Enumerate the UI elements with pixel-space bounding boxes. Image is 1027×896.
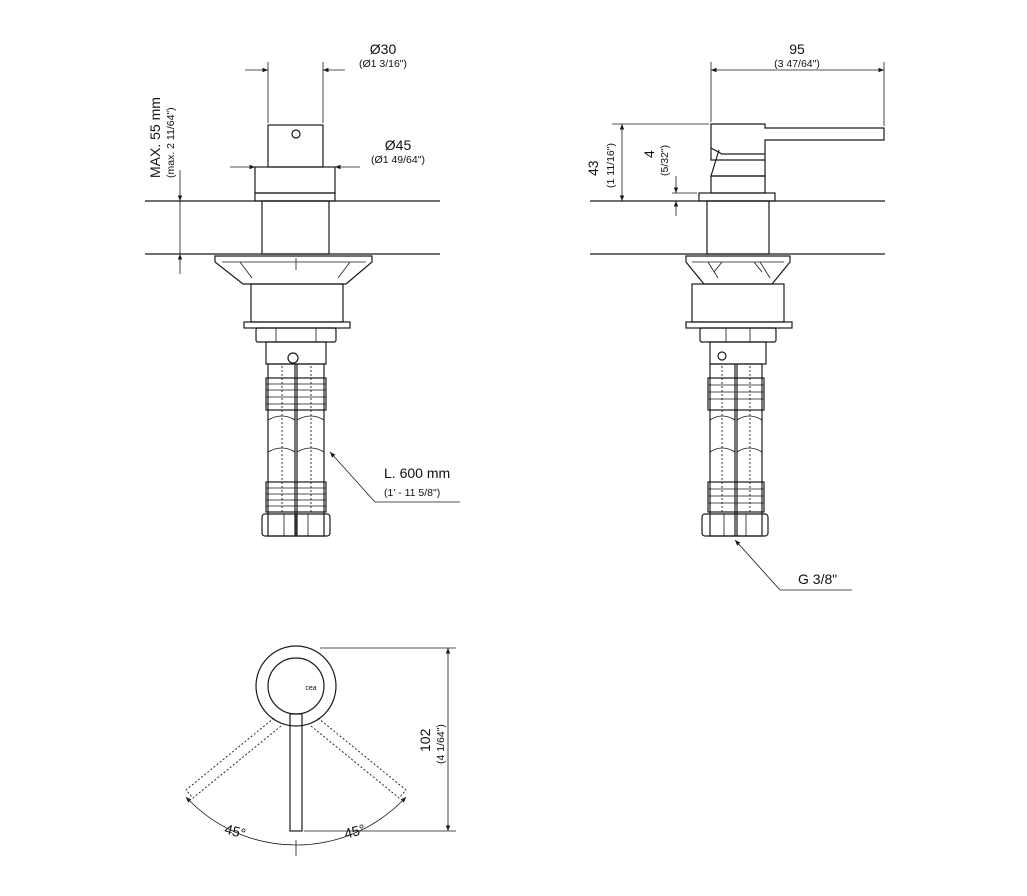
rosette-outer-circle	[255, 645, 337, 727]
lever-rotated-left	[185, 717, 282, 799]
lever-rotated-right	[310, 717, 407, 799]
depth-inch-label: (4 1/64")	[435, 724, 447, 764]
hose-length-inch-label: (1’ - 11 5/8")	[384, 487, 440, 499]
flexible-hoses	[701, 363, 769, 537]
handle-body	[267, 124, 324, 168]
leader-line	[329, 451, 376, 503]
front-view: Ø30 (Ø1 3/16") Ø45 (Ø1 49/64") MAX. 55 m…	[145, 41, 460, 537]
rotation-arc	[185, 796, 407, 846]
leader-hose-length: L. 600 mm (1’ - 11 5/8")	[329, 451, 460, 503]
brand-mark: cea	[305, 685, 316, 692]
dimension-flange-diameter: Ø45 (Ø1 49/64")	[230, 137, 425, 170]
hose-fitting-upper	[707, 377, 765, 411]
hose-braid	[267, 415, 325, 453]
wall-sleeve	[261, 200, 330, 255]
flange-body	[254, 166, 336, 194]
connector-body	[265, 341, 327, 365]
dimension-height: 43 (1 11/16")	[585, 123, 709, 201]
connector-body	[709, 341, 767, 365]
hex-nut	[699, 327, 777, 343]
thread-label: G 3/8"	[798, 571, 837, 587]
mounting-bracket	[685, 255, 791, 285]
cartridge-body	[691, 283, 785, 323]
max-depth-label: MAX. 55 mm	[147, 97, 163, 178]
lever-length-label: 95	[789, 41, 805, 57]
bracket-rib	[337, 261, 351, 279]
dimension-spout-diameter: Ø30 (Ø1 3/16")	[245, 41, 407, 123]
spout-diameter-inch-label: (Ø1 3/16")	[359, 58, 407, 70]
dimension-lever-length: 95 (3 47/64")	[710, 41, 885, 126]
hose-braid	[709, 415, 763, 453]
hex-nut	[255, 327, 337, 343]
dimension-gap: 4 (5/32")	[641, 145, 697, 216]
angle-left-label: 45°	[223, 821, 248, 842]
side-view: 95 (3 47/64") 43 (1 11/16") 4 (5/32") G …	[585, 41, 885, 591]
gap-label: 4	[641, 150, 657, 158]
cartridge-plate	[685, 321, 793, 329]
rosette-plate	[698, 192, 776, 202]
cartridge-body	[250, 283, 344, 323]
lever-handle	[710, 123, 885, 161]
rosette-plate	[254, 192, 336, 202]
depth-label: 102	[417, 728, 433, 752]
wall-sleeve	[706, 200, 770, 255]
bracket-rib	[239, 261, 253, 279]
flexible-hoses	[261, 363, 331, 537]
max-depth-inch-label: (max. 2 11/64")	[165, 107, 177, 178]
hose-end-nut	[701, 513, 769, 537]
height-label: 43	[585, 160, 601, 176]
hose-fitting-upper	[265, 377, 327, 411]
hose-fitting-lower	[265, 481, 327, 513]
leader-line	[734, 539, 781, 591]
lever-length-inch-label: (3 47/64")	[774, 58, 820, 70]
connector-screw	[287, 352, 299, 364]
cartridge-plate	[243, 321, 351, 329]
leader-thread: G 3/8"	[734, 539, 852, 591]
top-view: cea 45° 45° 102 (4 1/64")	[185, 645, 456, 856]
flange-diameter-label: Ø45	[385, 137, 412, 153]
mounting-bracket	[214, 255, 373, 285]
flange-body	[710, 175, 766, 194]
spout-diameter-label: Ø30	[370, 41, 397, 57]
handle-hole	[291, 129, 301, 139]
connector-screw	[717, 351, 727, 361]
height-inch-label: (1 11/16")	[605, 143, 617, 188]
lever-top	[289, 713, 303, 832]
dimension-depth: 102 (4 1/64")	[304, 647, 456, 832]
flange-diameter-inch-label: (Ø1 49/64")	[371, 154, 425, 166]
bracket-ribs	[707, 261, 771, 279]
lever-bevel	[710, 147, 765, 155]
dimension-max-depth: MAX. 55 mm (max. 2 11/64")	[147, 97, 183, 274]
gap-inch-label: (5/32")	[659, 145, 671, 176]
hose-length-label: L. 600 mm	[384, 465, 450, 481]
hose-fitting-lower	[707, 481, 765, 513]
